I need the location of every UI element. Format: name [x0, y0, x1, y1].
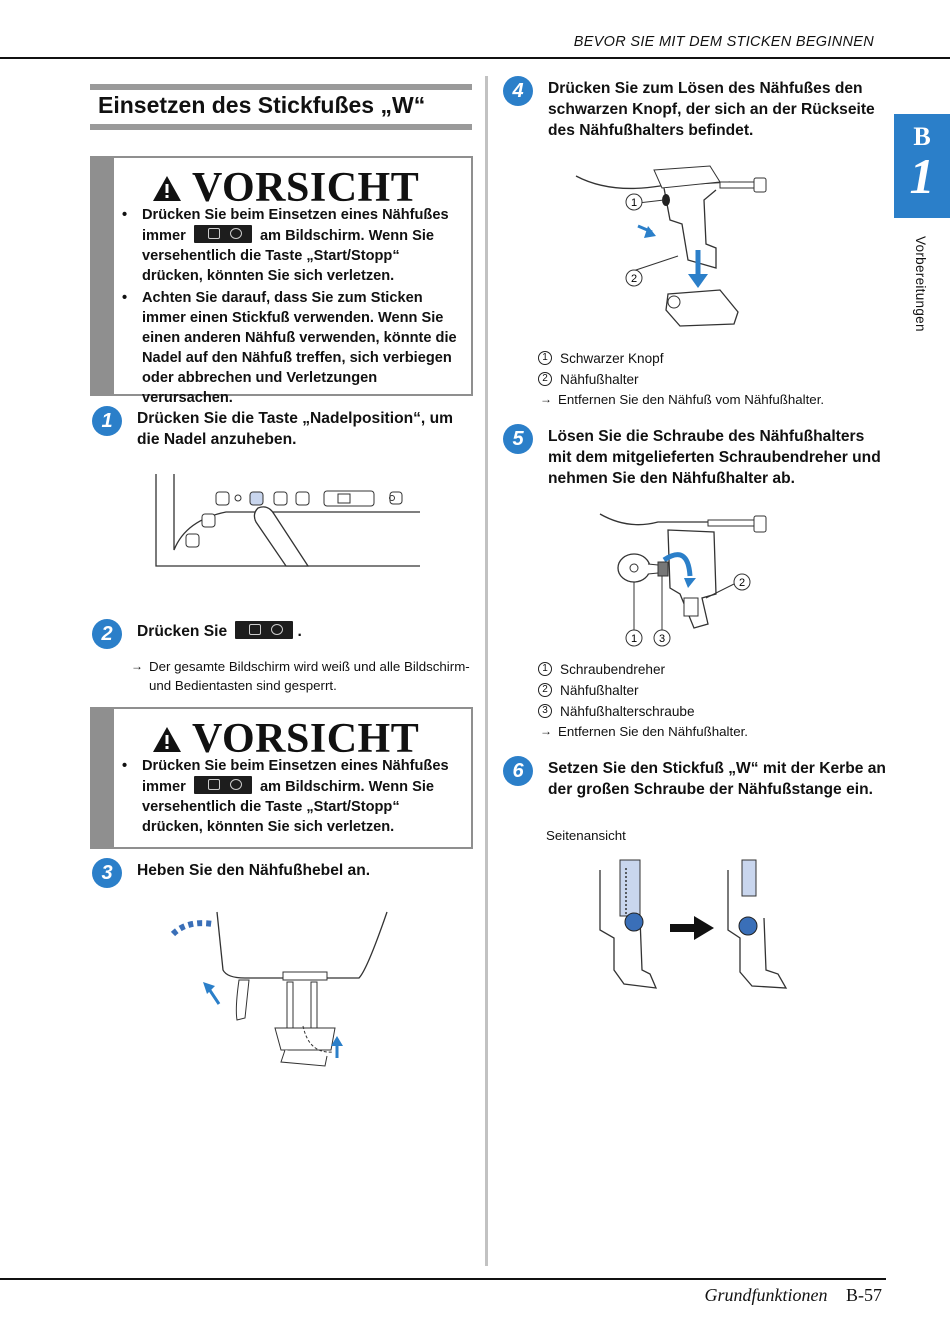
caution-item: Drücken Sie beim Einsetzen eines Nähfuße… [122, 756, 463, 837]
page-number: B-57 [846, 1285, 882, 1305]
caution-label: VORSICHT [192, 165, 420, 211]
step-text: Heben Sie den Nähfußhebel an. [137, 862, 371, 879]
step-text-end: . [297, 623, 302, 640]
step-number-badge: 2 [92, 619, 122, 649]
legend-row: 1 Schwarzer Knopf [538, 348, 878, 369]
chapter-tab: B 1 [894, 114, 950, 218]
caution-stripe [92, 158, 114, 394]
step-text: Lösen Sie die Schraube des Nähfußhalters… [548, 428, 881, 487]
step-number-badge: 4 [503, 76, 533, 106]
callout-number: 1 [538, 662, 552, 676]
legend-text: Nähfußhalter [560, 683, 639, 698]
step-1: 1 Drücken Sie die Taste „Nadelposition“,… [92, 406, 477, 456]
lock-screen-key-icon [193, 225, 252, 243]
warning-icon [153, 726, 181, 752]
callout-text: 1 [631, 197, 637, 209]
control-panel-illustration [155, 474, 420, 567]
step-4-legend: 1 Schwarzer Knopf 2 Nähfußhalter [538, 348, 878, 390]
callout-number: 2 [538, 683, 552, 697]
side-view-illustration [599, 859, 788, 989]
chapter-side-label: Vorbereitungen [913, 236, 928, 332]
step-5-legend: 1 Schraubendreher 2 Nähfußhalter 3 Nähfußha… [538, 659, 878, 722]
legend-row: 2 Nähfußhalter [538, 680, 878, 701]
section-title: Einsetzen des Stickfußes „W“ [90, 84, 472, 130]
step-6: 6 Setzen Sie den Stickfuß „W“ mit der Ke… [503, 756, 888, 826]
step-number-badge: 6 [503, 756, 533, 786]
step-2-note: Der gesamte Bildschirm wird weiß und all… [131, 657, 471, 695]
step-4-note: Entfernen Sie den Nähfuß vom Nähfußhalte… [540, 390, 880, 409]
warning-icon [153, 175, 181, 201]
running-header: BEVOR SIE MIT DEM STICKEN BEGINNEN [573, 34, 874, 50]
caution-box-1: VORSICHT Drücken Sie beim Einsetzen eine… [90, 156, 473, 406]
caution-text: am Bildschirm. Wenn Sie versehentlich di… [142, 779, 435, 835]
step-text-part: Drücken Sie [137, 623, 228, 640]
callout-text: 2 [631, 273, 637, 285]
black-button-illustration: 1 2 [575, 165, 767, 327]
legend-text: Nähfußhalterschraube [560, 704, 695, 719]
step-text: Drücken Sie . [137, 621, 302, 642]
step-number-badge: 5 [503, 424, 533, 454]
legend-row: 2 Nähfußhalter [538, 369, 878, 390]
caution-label: VORSICHT [192, 716, 420, 762]
caution-text: am Bildschirm. Wenn Sie versehentlich di… [142, 228, 435, 284]
caution-text: Achten Sie darauf, dass Sie zum Sticken … [142, 290, 457, 406]
title-bar-bottom [90, 124, 472, 130]
legend-row: 3 Nähfußhalterschraube [538, 701, 878, 722]
step-text: Setzen Sie den Stickfuß „W“ mit der Kerb… [548, 760, 886, 798]
caution-item: Achten Sie darauf, dass Sie zum Sticken … [122, 288, 463, 408]
section-heading: Einsetzen des Stickfußes „W“ [98, 92, 426, 118]
step-3: 3 Heben Sie den Nähfußhebel an. [92, 858, 477, 892]
caution-box-2: VORSICHT Drücken Sie beim Einsetzen eine… [90, 707, 473, 849]
side-view-label: Seitenansicht [546, 828, 626, 843]
step-text: Drücken Sie die Taste „Nadelposition“, u… [137, 410, 453, 448]
step-2: 2 Drücken Sie . [92, 619, 477, 653]
step-text: Drücken Sie zum Lösen des Nähfußes den s… [548, 80, 875, 139]
footer: Grundfunktionen B-57 [705, 1285, 883, 1306]
caution-item: Drücken Sie beim Einsetzen eines Nähfuße… [122, 205, 463, 286]
caution-heading: VORSICHT [152, 164, 419, 212]
chapter-number: 1 [909, 148, 935, 204]
callout-number: 3 [538, 704, 552, 718]
legend-text: Nähfußhalter [560, 372, 639, 387]
callout-number: 2 [538, 372, 552, 386]
lock-screen-key-icon [235, 621, 294, 639]
lock-screen-key-icon [193, 776, 252, 794]
callout-text: 1 [631, 633, 637, 645]
caution-list: Drücken Sie beim Einsetzen eines Nähfuße… [122, 756, 463, 839]
chapter-letter: B [913, 122, 931, 151]
column-divider [485, 76, 488, 1266]
caution-list: Drücken Sie beim Einsetzen eines Nähfuße… [122, 205, 463, 410]
title-bar-top [90, 84, 472, 90]
legend-text: Schwarzer Knopf [560, 351, 664, 366]
legend-row: 1 Schraubendreher [538, 659, 878, 680]
caution-heading: VORSICHT [152, 715, 419, 763]
screwdriver-illustration: 1 3 2 [599, 513, 767, 647]
step-4: 4 Drücken Sie zum Lösen des Nähfußes den… [503, 76, 888, 146]
caution-text: Drücken Sie beim Einsetzen eines Nähfuße… [142, 758, 449, 795]
step-5-note: Entfernen Sie den Nähfußhalter. [540, 722, 880, 741]
step-number-badge: 1 [92, 406, 122, 436]
callout-text: 3 [659, 633, 665, 645]
caution-text: Drücken Sie beim Einsetzen eines Nähfuße… [142, 207, 449, 244]
callout-number: 1 [538, 351, 552, 365]
step-5: 5 Lösen Sie die Schraube des Nähfußhalte… [503, 424, 888, 494]
legend-text: Schraubendreher [560, 662, 666, 677]
step-number-badge: 3 [92, 858, 122, 888]
callout-text: 2 [739, 577, 745, 589]
footer-rule [0, 1278, 886, 1280]
presser-lever-illustration [170, 911, 388, 1067]
header-rule [0, 57, 950, 59]
footer-section: Grundfunktionen [704, 1285, 828, 1305]
caution-stripe [92, 709, 114, 847]
